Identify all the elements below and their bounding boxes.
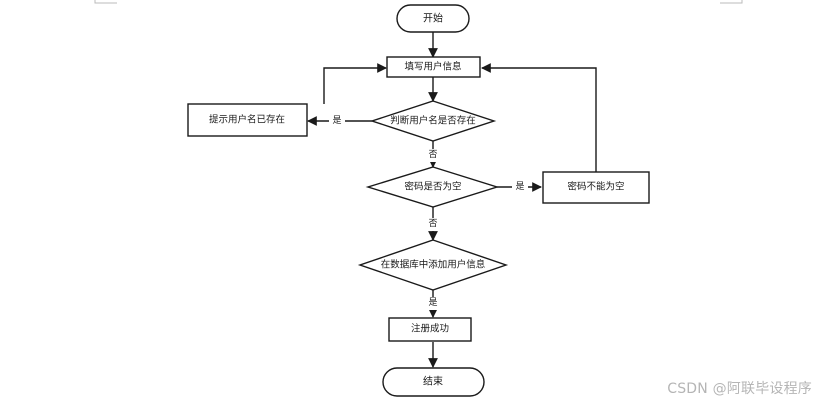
end-terminal [382,367,485,397]
fill-info-box [386,56,481,78]
edge-label-no-username: 否 [428,149,437,160]
fill-info-label: 填写用户信息 [404,61,461,73]
username-exists-label: 提示用户名已存在 [209,114,285,126]
check-username-label: 判断用户名是否存在 [390,115,476,127]
password-empty-box [542,171,650,204]
edge-password-empty-loop [481,63,597,172]
check-password-diamond [365,166,500,208]
password-empty-label: 密码不能为空 [567,181,624,193]
watermark: CSDN @阿联毕设程序 [667,381,812,397]
add-to-db-diamond [357,239,509,291]
check-password-label: 密码是否为空 [404,181,461,193]
edge-label-yes-db: 是 [428,297,437,308]
page-corner-mark-left [94,0,117,4]
register-success-label: 注册成功 [411,323,449,335]
start-label: 开始 [423,12,443,25]
add-to-db-label: 在数据库中添加用户信息 [381,259,486,271]
edge-label-yes-username: 是 [332,115,341,126]
start-terminal [396,4,470,33]
username-exists-box [187,103,308,137]
page-corner-mark-right [720,0,743,4]
edge-label-yes-password: 是 [515,181,524,192]
edge-username-exists-loop [323,63,387,104]
check-username-diamond [369,100,497,142]
register-success-box [388,317,472,342]
end-label: 结束 [423,375,443,388]
edge-label-no-password: 否 [428,218,437,229]
